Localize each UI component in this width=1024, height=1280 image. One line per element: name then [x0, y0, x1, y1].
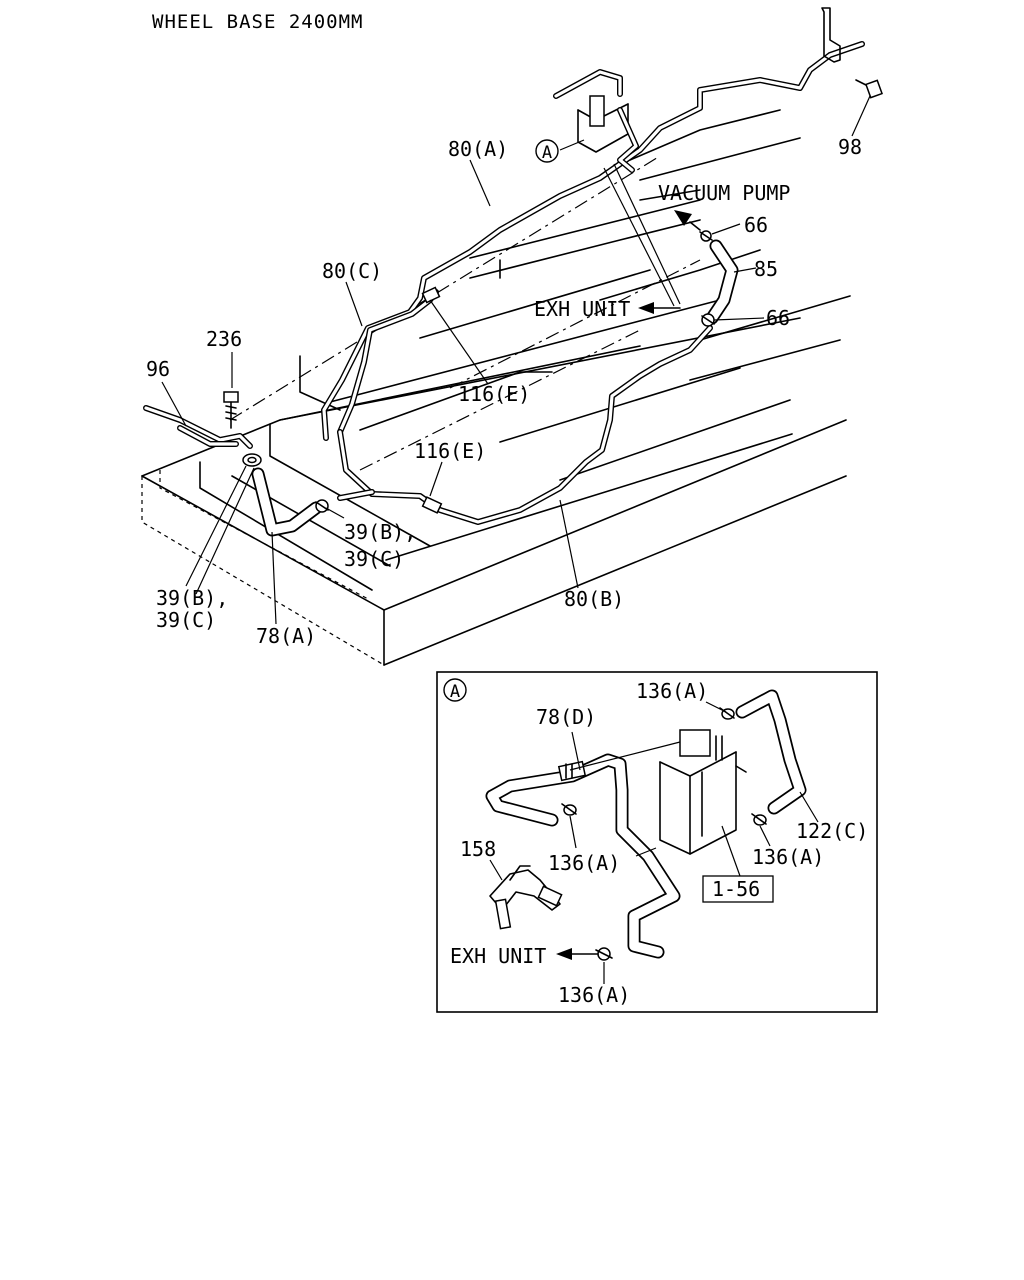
- svg-text:A: A: [450, 682, 460, 702]
- label-136a-bottom: 136(A): [558, 983, 630, 1007]
- label-158: 158: [460, 837, 496, 861]
- diagram-title: WHEEL BASE 2400MM: [152, 11, 363, 33]
- label-136a-mid: 136(A): [548, 851, 620, 875]
- inset-detail-a: A: [436, 671, 878, 1013]
- label-116e-lower: 116(E): [414, 439, 486, 463]
- arrow-exh-unit-main: [638, 302, 681, 314]
- label-116e-upper: 116(E): [458, 382, 530, 406]
- label-80c: 80(C): [322, 259, 382, 283]
- arrow-exh-unit-inset: [556, 948, 599, 960]
- chassis-frame: [141, 109, 851, 666]
- label-1-56: 1-56: [712, 877, 760, 901]
- water-separator-main: [553, 69, 639, 173]
- label-exh-unit-inset: EXH UNIT: [450, 944, 546, 968]
- clip-116e-lower: [421, 496, 443, 514]
- label-39-left-line2: 39(C): [156, 608, 216, 632]
- label-236: 236: [206, 327, 242, 351]
- label-66-lower: 66: [766, 306, 790, 330]
- bolt-98: [855, 79, 883, 99]
- bolt-236: [223, 391, 239, 429]
- bracket-top-right: [821, 7, 841, 63]
- svg-text:A: A: [542, 143, 552, 163]
- pipe-80b: [337, 325, 713, 525]
- clamp-136a-bottom: [595, 947, 613, 961]
- pipe-80a: [321, 41, 865, 441]
- arrow-vacuum-pump: [674, 210, 701, 231]
- label-39-left-line1: 39(B),: [156, 586, 228, 610]
- label-66-upper: 66: [744, 213, 768, 237]
- clamp-136a-mid: [561, 803, 577, 816]
- callout-marker-a: A: [535, 139, 559, 163]
- clamp-66-upper: [699, 230, 713, 242]
- label-136a-top: 136(A): [636, 679, 708, 703]
- label-96: 96: [146, 357, 170, 381]
- label-exh-unit: EXH UNIT: [534, 297, 630, 321]
- label-80a: 80(A): [448, 137, 508, 161]
- leader-lines: [161, 95, 871, 625]
- pipe-96: [143, 405, 253, 449]
- clamp-39-left: [242, 453, 262, 467]
- label-vacuum-pump: VACUUM PUMP: [658, 181, 790, 205]
- inset-marker-a: A: [443, 678, 467, 702]
- separator-unit: [659, 729, 747, 855]
- label-39-mid-line1: 39(B),: [344, 520, 416, 544]
- label-78a: 78(A): [256, 624, 316, 648]
- label-39-mid-line2: 39(C): [344, 547, 404, 571]
- label-122c: 122(C): [796, 819, 868, 843]
- clamp-136a-right: [751, 813, 767, 826]
- clamp-39-mid: [315, 499, 329, 513]
- clip-116e-upper: [421, 286, 441, 304]
- label-85: 85: [754, 257, 778, 281]
- hose-78d: [485, 753, 681, 959]
- clamp-66-lower: [701, 313, 715, 327]
- label-136a-right: 136(A): [752, 845, 824, 869]
- pipe-80c: [337, 289, 439, 435]
- part-box-1-56: [702, 875, 774, 903]
- label-98: 98: [838, 135, 862, 159]
- hose-78a: [251, 467, 323, 537]
- label-78d: 78(D): [536, 705, 596, 729]
- label-80b: 80(B): [564, 587, 624, 611]
- pipe-return: [337, 489, 375, 501]
- hose-85: [705, 239, 739, 325]
- clip-158: [489, 865, 563, 930]
- hose-122c: [735, 689, 807, 815]
